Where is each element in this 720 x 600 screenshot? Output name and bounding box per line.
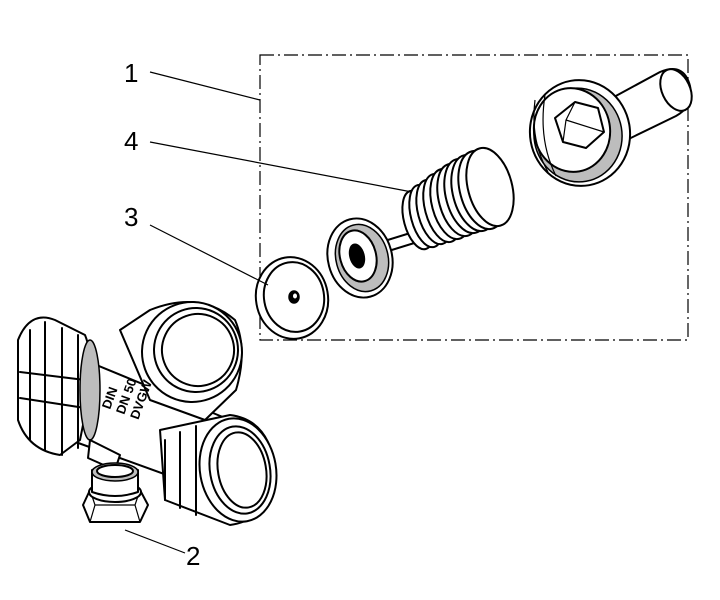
callout-2: 2 [186,541,200,571]
drain-plug-part [82,462,149,523]
spring-stem-part [326,146,515,299]
assembly-frame [259,54,689,341]
callout-3: 3 [124,202,138,232]
callout-1: 1 [124,58,138,88]
callout-4: 4 [124,126,138,156]
bonnet-assembly-part [528,68,693,187]
leader-line-1 [149,71,261,101]
leader-line-2 [124,529,186,554]
leader-line-4 [149,141,413,193]
stamp-line-din: DIN [99,385,121,411]
spring-coils [401,146,515,251]
washer-part [254,256,330,340]
leader-line-3 [149,224,269,286]
valve-body: DIN DN 50 DVGW [17,301,278,526]
